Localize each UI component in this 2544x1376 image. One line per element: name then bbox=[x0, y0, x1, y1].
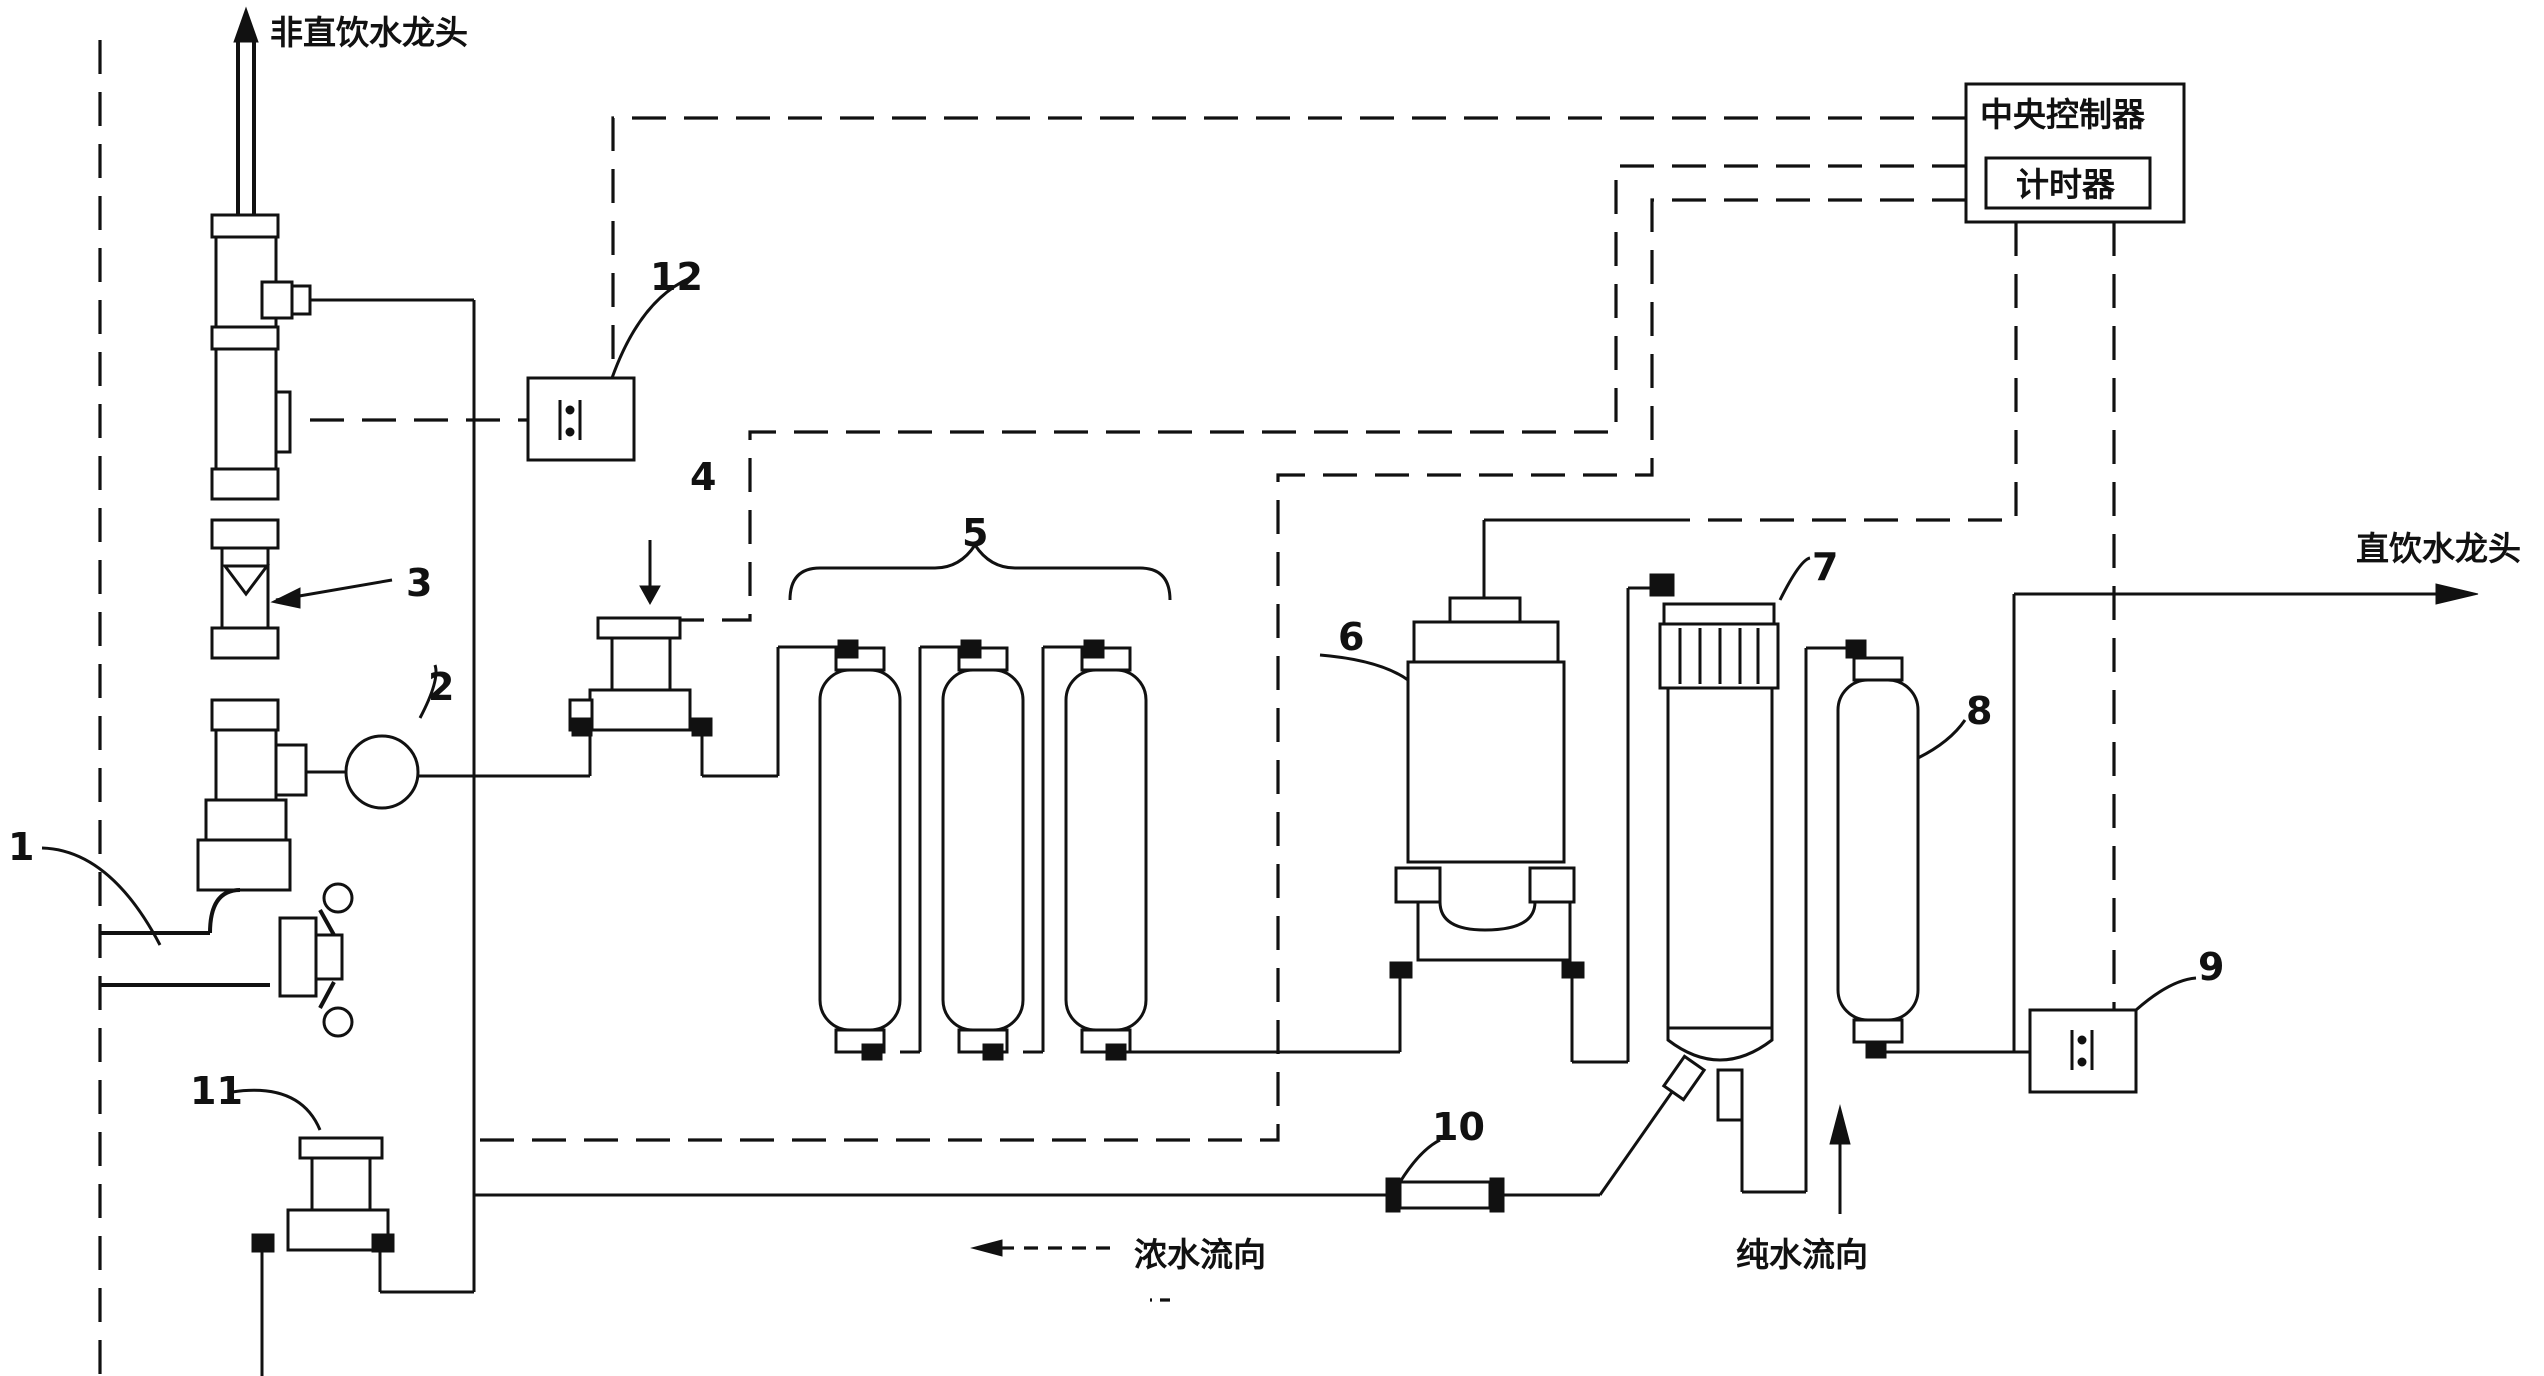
booster-pump-6 bbox=[1389, 518, 1690, 1064]
central-controller bbox=[1964, 82, 2186, 224]
part-number-4: 4 bbox=[690, 455, 716, 499]
solenoid-valve-4 bbox=[568, 540, 838, 778]
part-number-10: 10 bbox=[1432, 1105, 1485, 1149]
part-number-8: 8 bbox=[1966, 689, 1992, 733]
switch-box-12 bbox=[310, 276, 691, 462]
ro-membrane-7 bbox=[1598, 573, 1846, 1196]
switch-box-9 bbox=[2012, 583, 2479, 1094]
concentrate-flow-label: 浓水流向 bbox=[1134, 1235, 1266, 1274]
concentrate-flow-arrow bbox=[970, 1239, 1120, 1257]
part-number-6: 6 bbox=[1338, 615, 1364, 659]
part-number-12: 12 bbox=[650, 255, 703, 299]
flow-restrictor-10 bbox=[474, 1177, 1600, 1213]
part-number-5: 5 bbox=[962, 511, 988, 555]
pure-water-flow-arrow bbox=[1829, 1104, 1851, 1214]
filter-cartridges-5 bbox=[788, 542, 1402, 1061]
timer-label: 计时器 bbox=[2016, 165, 2116, 204]
part-number-3: 3 bbox=[406, 561, 432, 605]
inlet-angle-valve-1 bbox=[100, 882, 354, 1038]
part-number-11: 11 bbox=[190, 1069, 243, 1113]
part-number-2: 2 bbox=[428, 665, 454, 709]
solenoid-valve-11 bbox=[231, 1088, 395, 1376]
main-riser-pipe bbox=[210, 6, 312, 630]
non-drinking-faucet-label: 非直饮水龙头 bbox=[270, 13, 468, 52]
central-controller-label: 中央控制器 bbox=[1980, 95, 2146, 134]
part-number-7: 7 bbox=[1812, 545, 1838, 589]
control-signal-lines bbox=[474, 116, 2116, 1302]
post-filter-8 bbox=[1836, 639, 2030, 1059]
pressure-gauge-2 bbox=[306, 734, 592, 810]
drinking-faucet-label: 直饮水龙头 bbox=[2356, 529, 2521, 568]
check-valve-3 bbox=[196, 564, 308, 892]
part-number-9: 9 bbox=[2198, 945, 2224, 989]
pure-water-flow-label: 纯水流向 bbox=[1736, 1235, 1868, 1274]
part-number-1: 1 bbox=[8, 825, 34, 869]
leader-lines bbox=[41, 556, 1967, 1183]
